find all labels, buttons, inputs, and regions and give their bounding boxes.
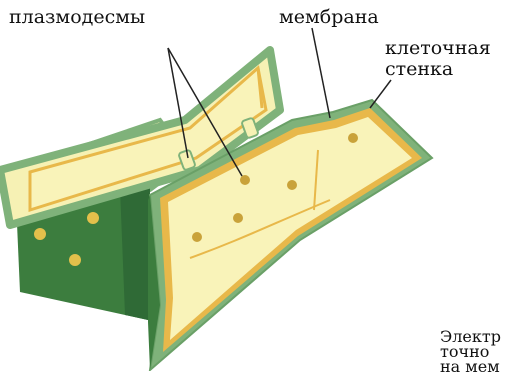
left-cell-front-shade (120, 188, 150, 320)
organelle-dot (287, 180, 297, 190)
organelle-dot (240, 175, 250, 185)
organelle-dot (348, 133, 358, 143)
left-cell-dot (87, 212, 99, 224)
cell-wall-label-line2: стенка (385, 60, 453, 79)
organelle-dot (192, 232, 202, 242)
membrane-pointer (312, 28, 330, 118)
membrane-label: мембрана (279, 8, 379, 27)
left-cell-dot (69, 254, 81, 266)
caption-fragment: на мем (440, 359, 500, 374)
plasmodesmata-label: плазмодесмы (9, 8, 145, 27)
organelle-dot (233, 213, 243, 223)
left-cell-dot (34, 228, 46, 240)
cell-wall-pointer (370, 80, 391, 108)
cell-wall-label-line1: клеточная (385, 39, 491, 58)
